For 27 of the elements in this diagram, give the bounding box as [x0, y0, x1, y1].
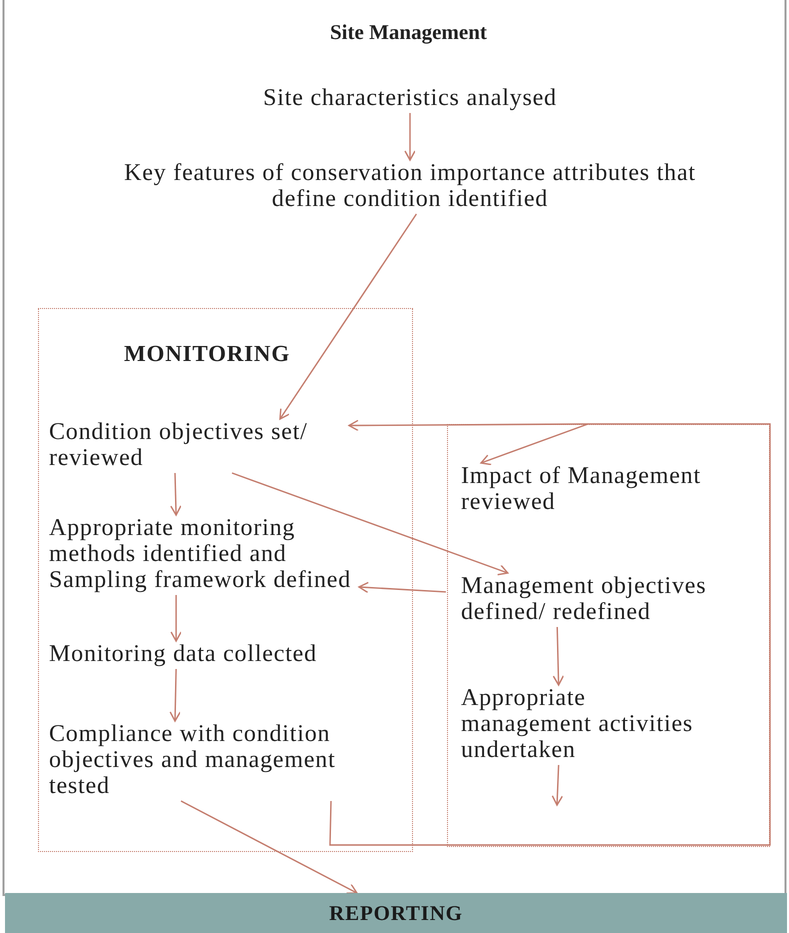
arrow	[170, 668, 181, 722]
arrow	[552, 626, 564, 686]
arrow	[480, 423, 588, 466]
arrow	[404, 113, 416, 161]
arrow	[348, 420, 588, 432]
step-text: Key features of conservation importance attributes that define condition identified	[90, 160, 730, 214]
monitoring-frame	[38, 308, 413, 852]
arrow	[358, 582, 446, 594]
dashed-frame	[447, 424, 770, 847]
arrow	[279, 214, 417, 420]
step-text: Appropriate management activities undertaken	[461, 685, 699, 765]
step-text: Appropriate monitoring methods identified and Sampling framework defined	[49, 515, 359, 595]
step-text: Impact of Management reviewed	[461, 463, 711, 517]
band-label: REPORTING	[329, 900, 463, 926]
step-text: Compliance with condition objectives and management tested	[49, 721, 349, 801]
step-text: Condition objectives set/ reviewed	[49, 419, 349, 473]
arrow	[170, 472, 182, 516]
step-text: Site characteristics analysed	[240, 85, 580, 113]
arrow	[180, 800, 358, 894]
arrow	[552, 764, 564, 806]
arrow	[170, 595, 182, 642]
section-heading: MONITORING	[124, 341, 290, 367]
step-text: Management objectives defined/ redefined	[461, 573, 721, 627]
step-text: Monitoring data collected	[49, 641, 379, 669]
diagram-title: Site Management	[330, 20, 487, 45]
section-band	[5, 893, 787, 933]
arrow	[232, 472, 508, 576]
